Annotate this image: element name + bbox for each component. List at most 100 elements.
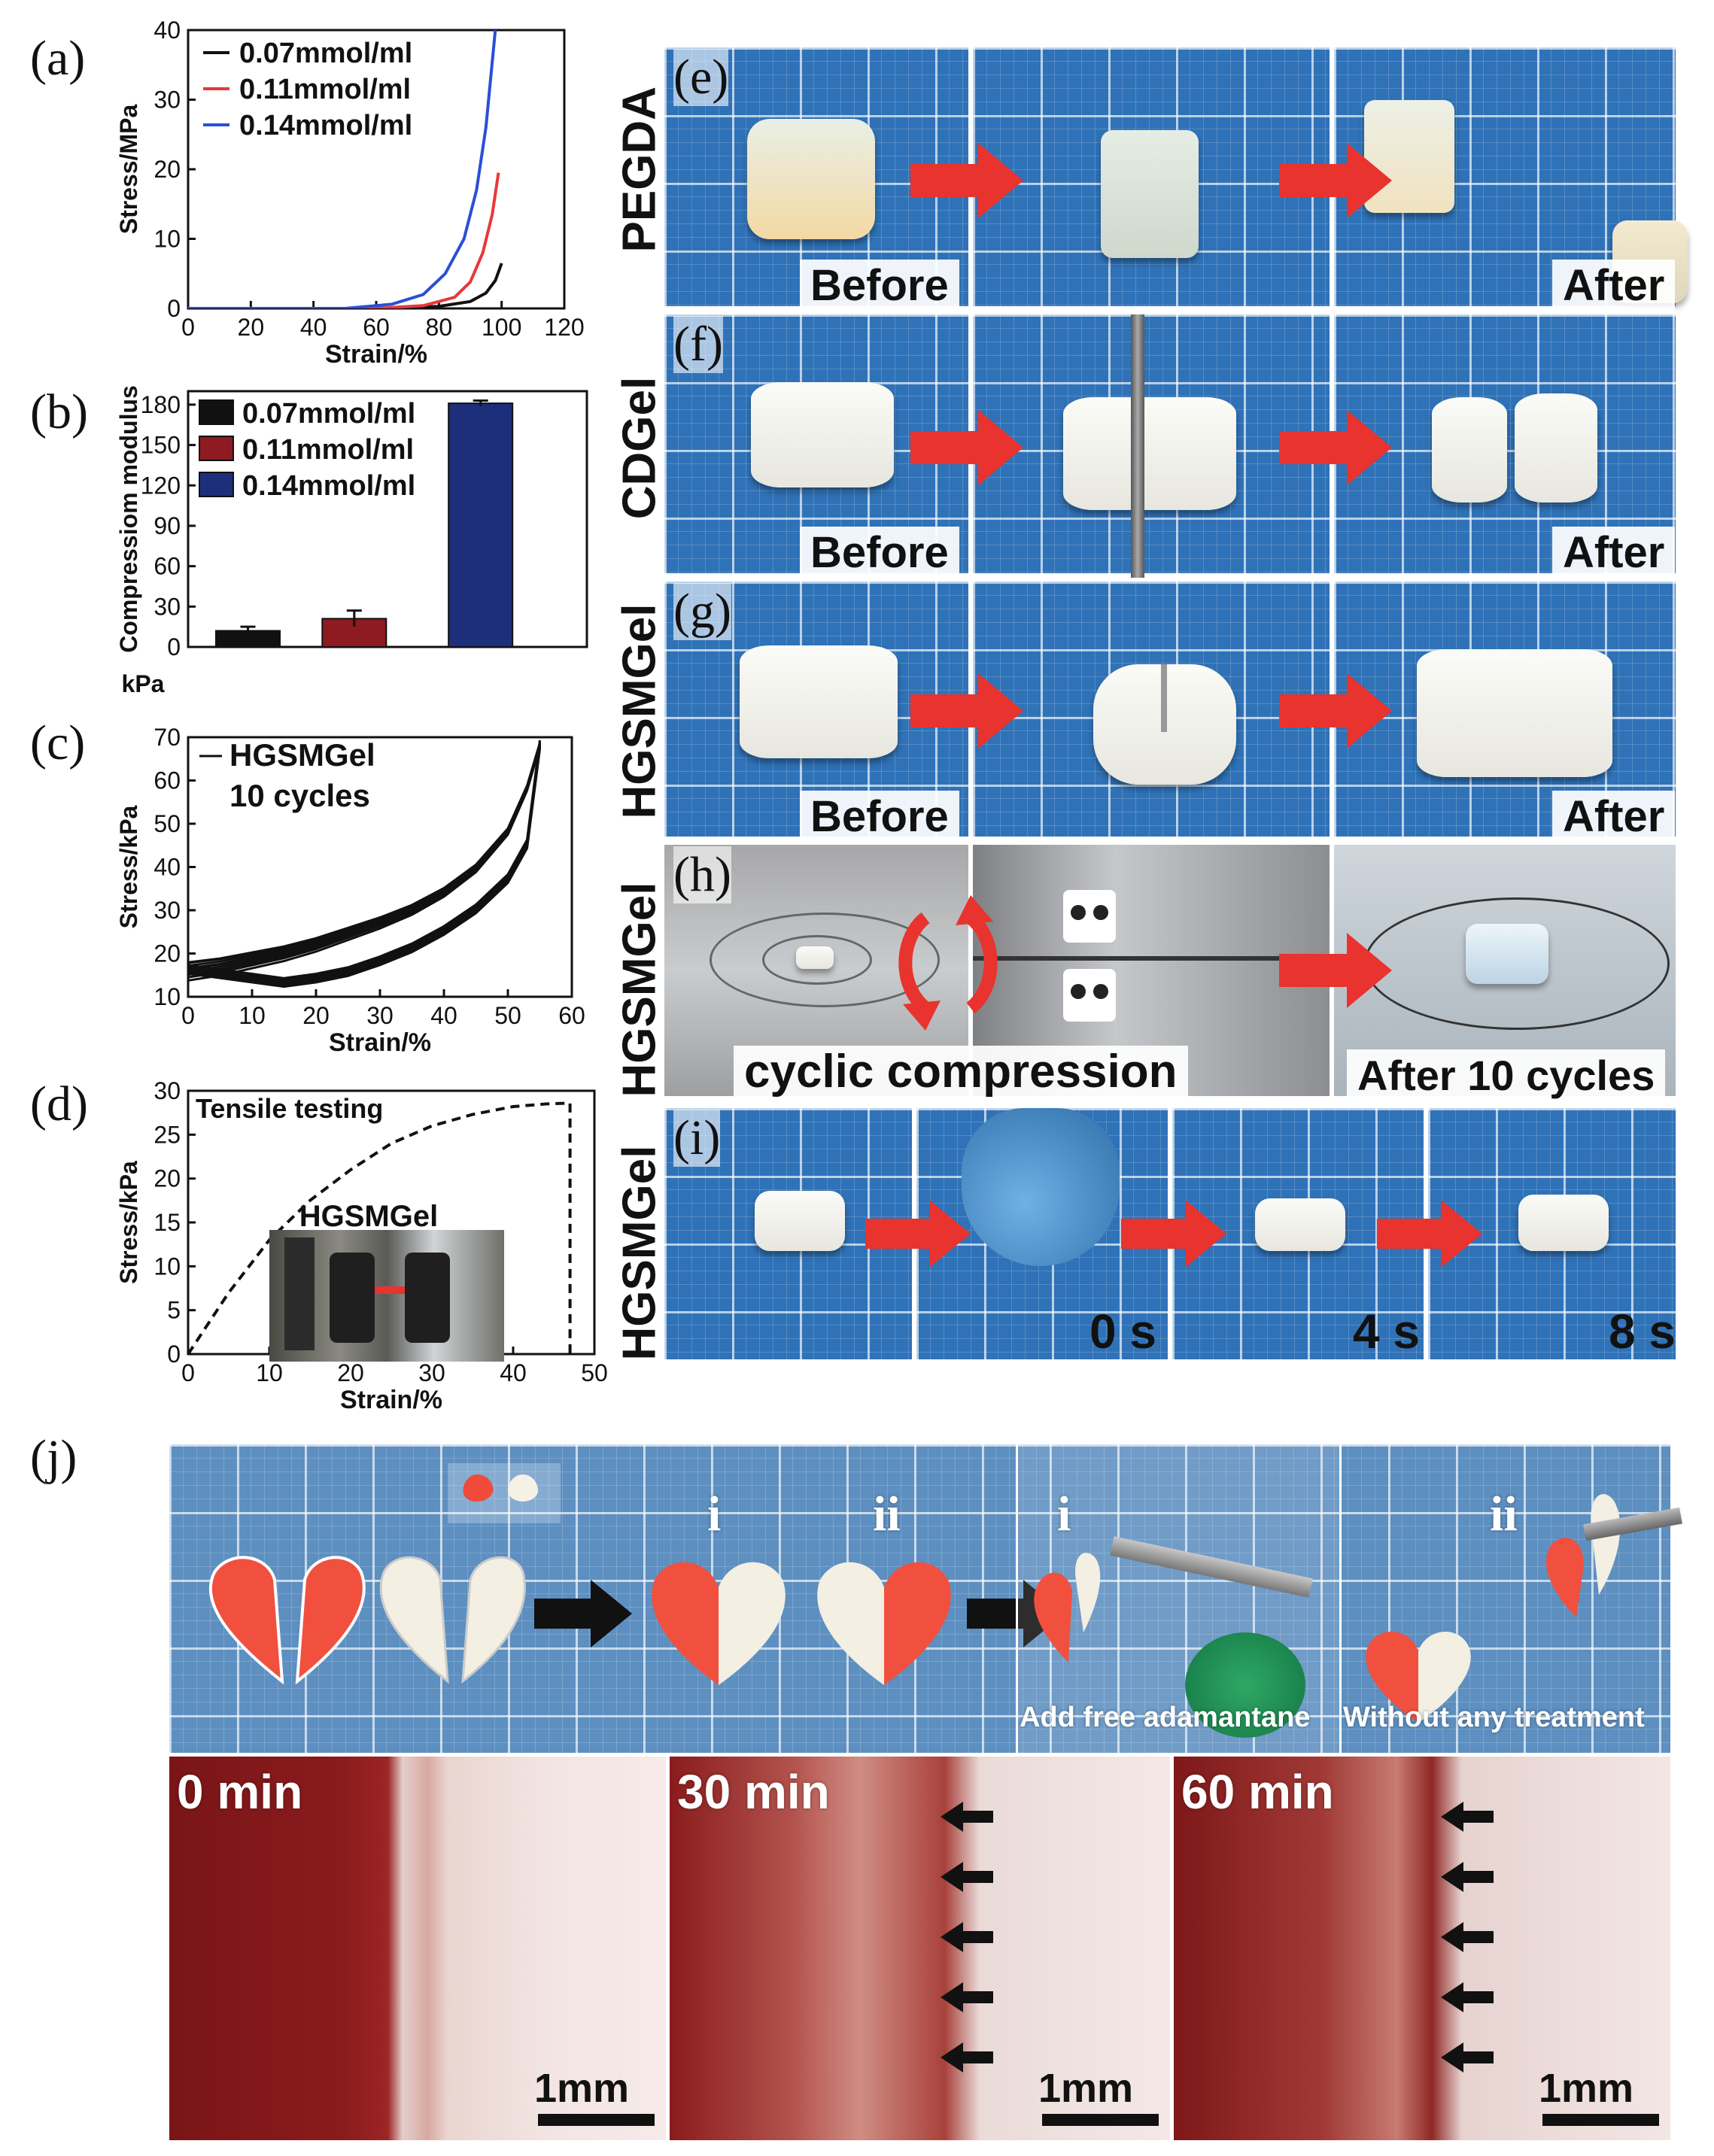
legend-label: 0.11mmol/ml xyxy=(242,434,414,466)
photo-f-cutting xyxy=(971,312,1332,578)
scale-label-60min: 1mm xyxy=(1539,2066,1634,2111)
photo-g-cutting xyxy=(971,579,1332,839)
y-tick-label: 5 xyxy=(167,1297,181,1324)
y-tick-label: 20 xyxy=(153,156,181,183)
time-4s: 4 s xyxy=(1353,1304,1420,1359)
x-tick-label: 0 xyxy=(181,1002,195,1029)
y-axis-label: Compressiom modulus xyxy=(115,385,142,653)
y-axis-label: Stress/MPa xyxy=(115,105,142,235)
row-label-hgsmgel-h: HGSMGel xyxy=(613,882,666,1098)
y-unit-label: kPa xyxy=(122,670,165,697)
heart-halves-icon xyxy=(208,1556,526,1685)
y-tick-label: 10 xyxy=(153,226,181,253)
x-tick-label: 40 xyxy=(430,1002,457,1029)
panel-label-b: (b) xyxy=(30,384,88,439)
label-j-i-1: i xyxy=(707,1486,722,1541)
heart-lifted-icon xyxy=(1546,1494,1621,1617)
y-tick-label: 0 xyxy=(167,295,181,322)
panel-label-f: (f) xyxy=(673,316,723,373)
caption-without-treatment: Without any treatment xyxy=(1343,1702,1645,1733)
legend-label: 0.07mmol/ml xyxy=(242,398,415,430)
label-j-ii-1: ii xyxy=(873,1486,901,1541)
panel-label-e: (e) xyxy=(673,49,729,106)
time-30min: 30 min xyxy=(677,1765,830,1819)
y-tick-label: 150 xyxy=(141,432,181,459)
legend-swatch xyxy=(199,472,234,497)
y-tick-label: 70 xyxy=(153,724,181,751)
panel-label-d: (d) xyxy=(30,1076,88,1131)
arrow-right-icon xyxy=(1279,673,1392,749)
x-axis-label: Strain/% xyxy=(329,1028,431,1057)
photo-i-8s: 8 s xyxy=(1426,1106,1678,1362)
x-tick-label: 20 xyxy=(238,314,265,341)
panel-label-c: (c) xyxy=(30,715,86,770)
photo-e-after: After xyxy=(1332,45,1688,312)
y-tick-label: 60 xyxy=(153,767,181,794)
y-axis-label: Stress/kPa xyxy=(115,1161,142,1284)
legend-label: 0.14mmol/ml xyxy=(239,110,412,141)
panel-label-h: (h) xyxy=(673,846,731,903)
caption-before-f: Before xyxy=(800,527,959,579)
y-tick-label: 10 xyxy=(153,983,181,1010)
x-tick-label: 50 xyxy=(494,1002,521,1029)
y-tick-label: 90 xyxy=(153,512,181,539)
series-line-2 xyxy=(188,30,497,308)
legend-label: 0.11mmol/ml xyxy=(239,74,411,105)
y-tick-label: 120 xyxy=(141,472,181,499)
panel-label-g: (g) xyxy=(673,583,731,640)
arrow-right-icon xyxy=(534,1580,632,1647)
y-tick-label: 20 xyxy=(153,1165,181,1192)
x-tick-label: 30 xyxy=(366,1002,394,1029)
y-tick-label: 30 xyxy=(153,593,181,620)
caption-after-e: After xyxy=(1552,260,1676,312)
caption-cyclic-compression: cyclic compression xyxy=(734,1046,1188,1098)
label-j-ii-2: ii xyxy=(1490,1486,1518,1541)
inset-label: HGSMGel xyxy=(299,1200,438,1233)
arrow-right-icon xyxy=(910,410,1023,485)
y-tick-label: 20 xyxy=(153,940,181,967)
series-line-0 xyxy=(188,263,503,308)
y-tick-label: 15 xyxy=(153,1209,181,1236)
y-axis-label: Stress/kPa xyxy=(115,805,142,928)
x-tick-label: 0 xyxy=(181,314,195,341)
scale-label-0min: 1mm xyxy=(534,2066,630,2111)
joined-hearts-icon xyxy=(652,1562,951,1685)
y-tick-label: 50 xyxy=(153,810,181,837)
time-60min: 60 min xyxy=(1181,1765,1334,1819)
arrow-left-markers xyxy=(1441,1802,1494,2072)
bar-2 xyxy=(448,402,514,648)
tissue-0min: 0 min 1mm xyxy=(169,1757,666,2140)
series-line-1 xyxy=(188,172,500,308)
tensile-inset-photo xyxy=(269,1230,504,1362)
x-tick-label: 100 xyxy=(482,314,521,341)
panel-label-a: (a) xyxy=(30,31,86,86)
panel-label-i: (i) xyxy=(673,1110,721,1167)
label-j-i-2: i xyxy=(1057,1486,1071,1541)
caption-after-10-cycles: After 10 cycles xyxy=(1347,1049,1666,1102)
cycle-unloading-9 xyxy=(187,748,541,988)
x-tick-label: 60 xyxy=(363,314,390,341)
y-tick-label: 30 xyxy=(153,87,181,114)
arrow-right-icon xyxy=(1279,410,1392,485)
x-tick-label: 40 xyxy=(300,314,327,341)
annotation-tensile: Tensile testing xyxy=(196,1093,383,1124)
caption-after-g: After xyxy=(1552,791,1676,843)
y-tick-label: 180 xyxy=(141,391,181,418)
legend-label: 0.07mmol/ml xyxy=(239,38,412,69)
y-tick-label: 0 xyxy=(167,633,181,660)
y-tick-label: 40 xyxy=(153,854,181,881)
row-label-cdgel: CDGel xyxy=(613,376,666,520)
arrow-right-icon xyxy=(910,143,1023,218)
legend-label: 0.14mmol/ml xyxy=(242,470,415,502)
tissue-30min: 30 min 1mm xyxy=(670,1757,1170,2140)
photo-f-before: Before xyxy=(662,312,971,579)
row-label-pegda: PEGDA xyxy=(613,87,666,253)
arrow-right-icon xyxy=(1121,1200,1226,1268)
y-tick-label: 0 xyxy=(167,1341,181,1368)
cycle-loading-9 xyxy=(187,745,541,964)
x-tick-label: 20 xyxy=(337,1359,364,1386)
